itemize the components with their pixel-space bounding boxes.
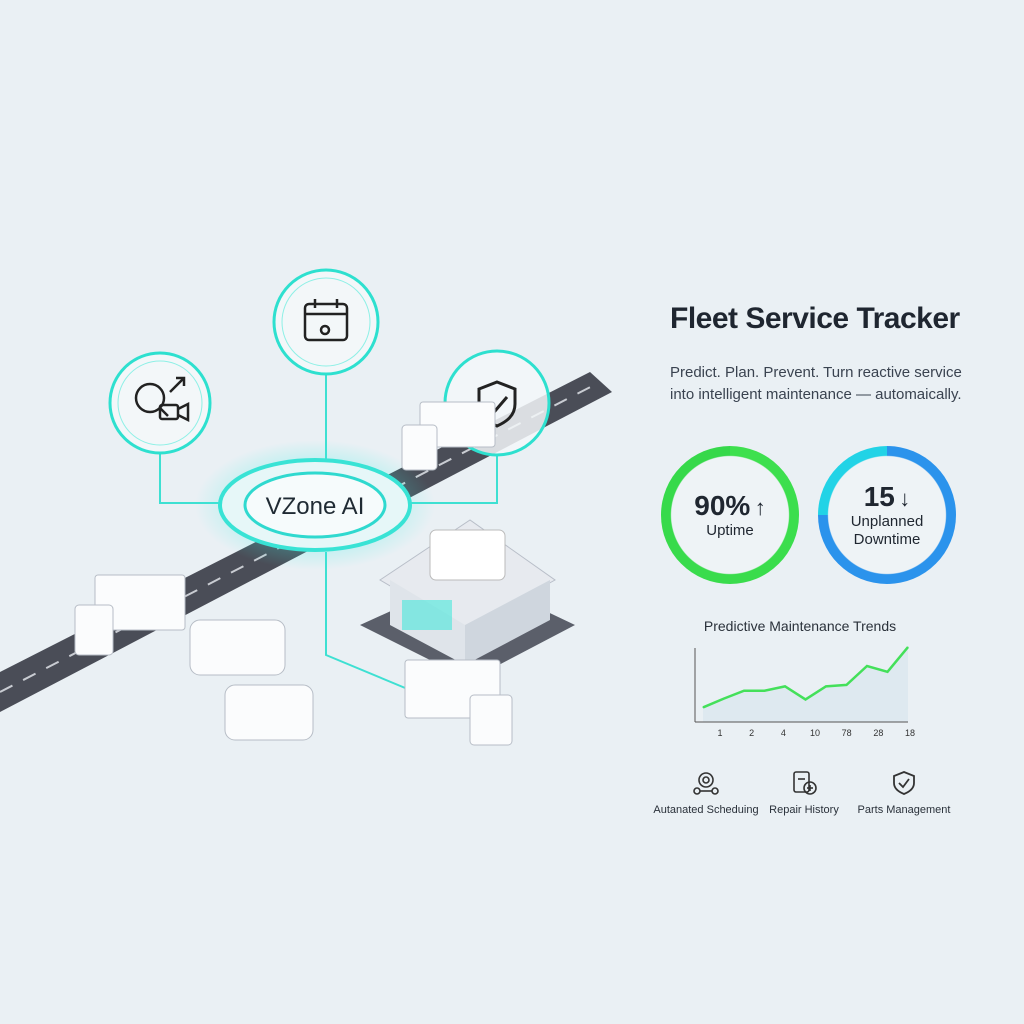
- downtime-metric: 15 ↓ Unplanned Downtime: [818, 446, 956, 584]
- metric-label: Unplanned Downtime: [850, 513, 924, 548]
- trend-area: [703, 647, 908, 722]
- vzone-hub: VZone AI: [195, 440, 435, 570]
- data-point: [723, 698, 724, 700]
- truck-cab: [469, 694, 513, 746]
- feature-parts-management: Parts Management: [849, 770, 959, 816]
- feature-automated-scheduling: Autanated Scheduing: [651, 770, 761, 816]
- truck-cab: [74, 604, 114, 656]
- data-point: [907, 646, 909, 648]
- data-point: [743, 690, 745, 692]
- data-point: [784, 685, 786, 687]
- x-tick-label: 4: [781, 728, 786, 738]
- x-tick-label: 10: [810, 728, 820, 738]
- gear-search-video-icon: [134, 376, 190, 423]
- truck-cab: [401, 424, 438, 471]
- x-tick-label: 78: [842, 728, 852, 738]
- data-point: [866, 665, 868, 667]
- metric-value: 90%: [694, 490, 751, 521]
- fleet-illustration: VZone AI: [0, 268, 612, 746]
- hub-label: VZone AI: [266, 493, 365, 520]
- data-point: [805, 698, 806, 700]
- trend-chart: 1 2 4 10 78 28 18: [694, 646, 915, 738]
- x-tick-label: 1: [717, 728, 722, 738]
- arrow-up-icon: ↑: [754, 495, 766, 520]
- x-tick-label: 28: [873, 728, 883, 738]
- x-tick-label: 2: [749, 728, 754, 738]
- data-point: [887, 671, 888, 673]
- shield-check-icon: [893, 771, 915, 795]
- data-point: [702, 706, 704, 708]
- page-title: Fleet Service Tracker: [670, 302, 960, 335]
- van: [189, 619, 286, 676]
- metric-label: Uptime: [706, 522, 754, 539]
- metric-value: 15: [863, 481, 895, 512]
- automation-icon: [693, 772, 719, 795]
- feature-label: Autanated Scheduing: [653, 804, 759, 816]
- feature-label: Repair History: [769, 804, 839, 816]
- vehicles: [74, 401, 513, 746]
- data-point: [846, 684, 847, 686]
- feature-repair-history: Repair History: [749, 770, 859, 816]
- truck: [94, 574, 186, 631]
- service-garage: [360, 519, 575, 680]
- data-point: [825, 685, 827, 687]
- chart-title: Predictive Maintenance Trends: [703, 618, 897, 634]
- van: [224, 684, 314, 741]
- uptime-metric: 90% ↑ Uptime: [661, 446, 799, 584]
- feature-label: Parts Management: [857, 804, 951, 816]
- data-point: [764, 690, 765, 692]
- calendar-node: [272, 268, 380, 376]
- calendar-icon: [303, 299, 349, 342]
- x-tick-label: 18: [905, 728, 915, 738]
- repair-document-icon: [793, 771, 817, 795]
- page-subtitle: Predict. Plan. Prevent. Turn reactive se…: [670, 364, 962, 403]
- diagnostics-node: [108, 351, 212, 455]
- arrow-down-icon: ↓: [899, 486, 911, 511]
